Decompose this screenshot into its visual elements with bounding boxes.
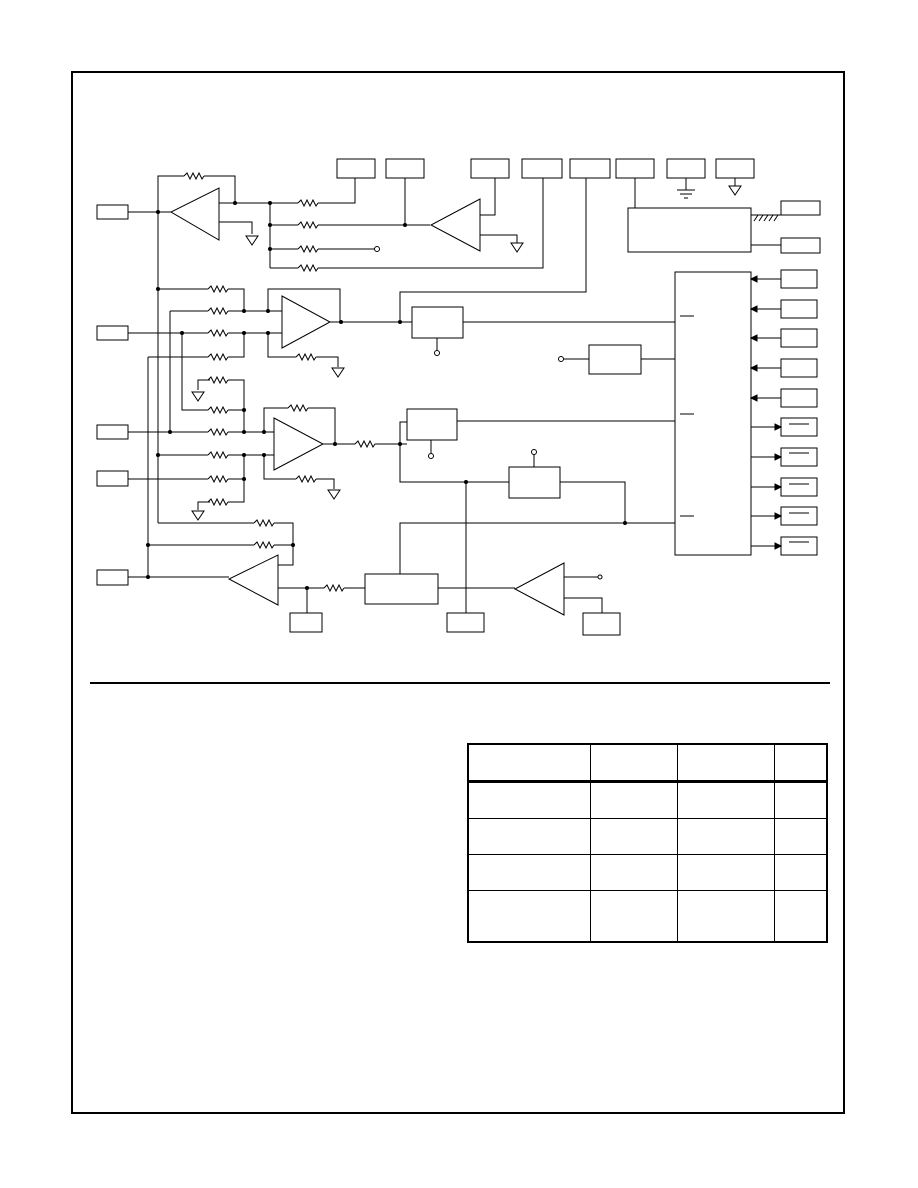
table-row	[467, 781, 828, 819]
table-header-cell	[467, 743, 591, 783]
amplifier-3	[128, 285, 400, 378]
pin-box	[96, 424, 129, 440]
test-point-icon	[558, 356, 564, 362]
table-cell	[467, 890, 591, 943]
page-border	[71, 71, 845, 1114]
amplifier-4	[128, 311, 407, 521]
pin-box	[96, 204, 129, 220]
pin-box	[569, 158, 611, 179]
right-pin-boxes	[780, 269, 818, 556]
opamp-triangle	[169, 187, 220, 241]
opamp-triangle	[429, 198, 481, 252]
table-cell	[589, 854, 678, 891]
test-point-icon	[374, 246, 380, 252]
pin-box	[470, 158, 510, 179]
pin-box	[96, 569, 129, 586]
pin-box	[96, 470, 129, 487]
table-cell	[773, 854, 828, 891]
top-ground-symbols	[677, 178, 742, 199]
block-diagram	[96, 158, 821, 636]
table-header-cell	[773, 743, 828, 783]
amplifier-6	[513, 562, 621, 636]
table-header-cell	[676, 743, 775, 783]
pin-box	[289, 612, 323, 633]
ground-icon	[728, 185, 742, 196]
table-row	[467, 890, 828, 943]
right-arrows	[749, 275, 783, 550]
table-header-row	[467, 743, 828, 783]
block-d	[508, 466, 561, 499]
block-c	[406, 408, 458, 441]
test-point-icon	[531, 449, 537, 455]
table-header-cell	[589, 743, 678, 783]
pin-box	[521, 158, 563, 179]
table-cell	[773, 890, 828, 943]
table-cell	[589, 818, 678, 855]
amplifier-2	[429, 178, 524, 253]
block-a	[411, 306, 464, 339]
table-cell	[773, 781, 828, 819]
opamp-triangle	[273, 417, 325, 471]
overbar-marks	[789, 423, 809, 543]
logic-block	[674, 271, 752, 556]
test-point-icon	[428, 453, 434, 459]
pin-box	[446, 612, 485, 633]
table-cell	[467, 818, 591, 855]
pin-marks	[680, 315, 694, 517]
table-row	[467, 818, 828, 855]
pin-box	[715, 158, 755, 179]
table-cell	[676, 890, 775, 943]
top-pin-boxes	[336, 158, 755, 179]
info-table	[467, 743, 828, 943]
left-pin-boxes	[96, 204, 129, 586]
table-cell	[676, 818, 775, 855]
amplifier-1	[128, 172, 270, 246]
table-cell	[467, 854, 591, 891]
regulator-block	[627, 207, 752, 253]
section-divider	[90, 682, 830, 684]
pin-box	[96, 325, 129, 341]
pin-box	[582, 612, 621, 636]
pin-box	[615, 158, 655, 179]
test-point-icon	[434, 350, 440, 356]
opamp-triangle	[227, 554, 279, 606]
test-point-icon	[597, 574, 603, 580]
opamp-triangle	[513, 562, 565, 616]
block-e	[364, 573, 439, 605]
pin-box	[336, 158, 376, 179]
table-cell	[467, 781, 591, 819]
pin-box-chassis	[780, 200, 821, 216]
table-cell	[676, 781, 775, 819]
earth-ground-icon	[677, 178, 695, 199]
pin-box	[780, 237, 821, 254]
pin-box	[385, 158, 425, 179]
amplifier-5	[227, 554, 365, 633]
table-cell	[773, 818, 828, 855]
block-b	[588, 344, 642, 375]
table-cell	[589, 781, 678, 819]
table-cell	[589, 890, 678, 943]
pin-box	[666, 158, 706, 179]
chassis-ground-icon	[753, 214, 781, 222]
opamp-triangle	[281, 295, 332, 349]
table-row	[467, 854, 828, 891]
resistor-ladder-top	[267, 178, 544, 272]
table-cell	[676, 854, 775, 891]
